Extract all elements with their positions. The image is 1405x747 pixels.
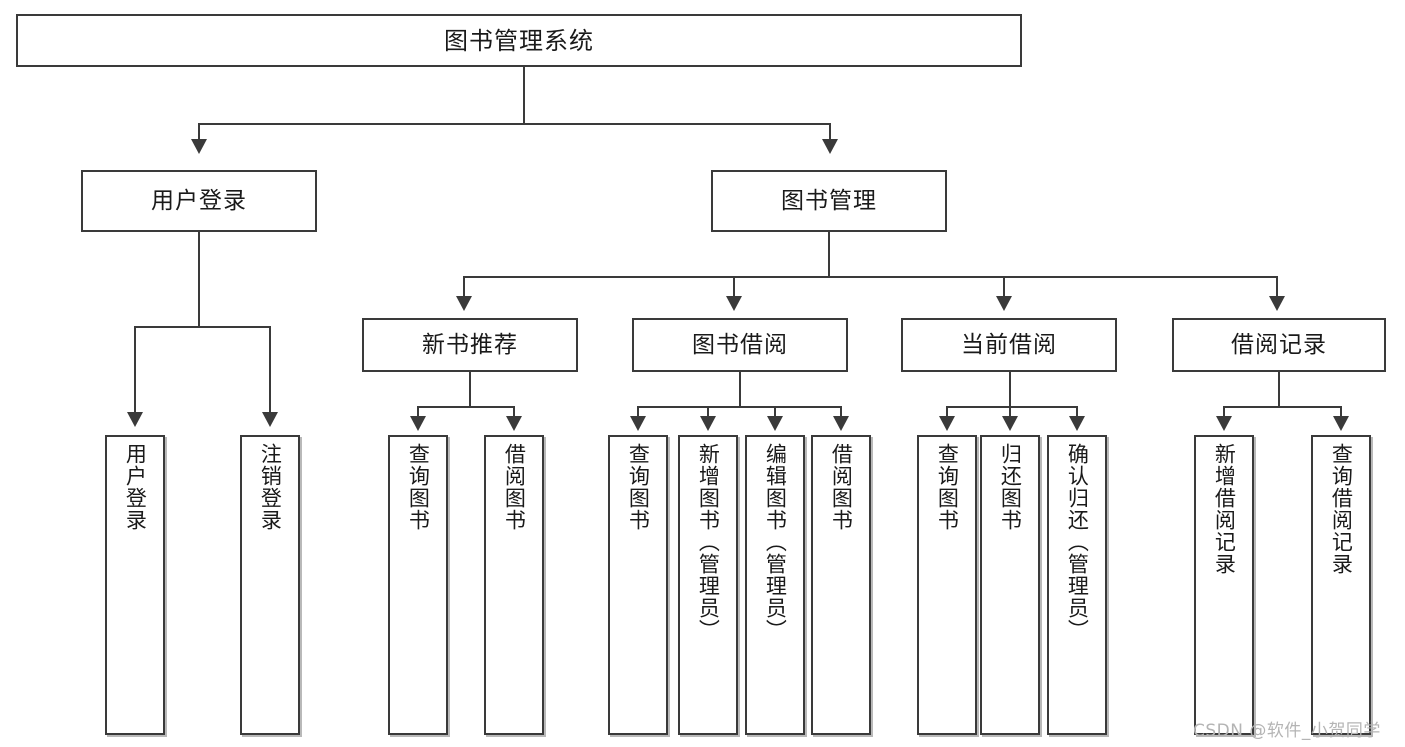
connector-cb-stem [1009, 372, 1011, 407]
arrowhead-book-borrow [726, 296, 742, 311]
connector-br-drop-2 [1340, 406, 1342, 418]
arrowhead-current-borrow [996, 296, 1012, 311]
node-label: 新增图书（管理员） [696, 443, 721, 641]
arrowhead-new-book-recommend [456, 296, 472, 311]
leaf-query-book-3[interactable]: 查询图书 [917, 435, 977, 735]
connector-bm-drop-1 [463, 276, 465, 298]
node-current-borrow[interactable]: 当前借阅 [901, 318, 1117, 372]
connector-bb-stem [739, 372, 741, 407]
node-label: 当前借阅 [961, 331, 1057, 358]
connector-user-login-drop-2 [269, 326, 271, 414]
connector-book-management-stem [828, 232, 830, 277]
connector-bb-drop-3 [774, 406, 776, 418]
node-label: 新增借阅记录 [1212, 443, 1237, 575]
connector-bb-drop-4 [840, 406, 842, 418]
node-label: 用户登录 [123, 443, 148, 531]
arrowhead-leaf-edit-book [767, 416, 783, 431]
connector-root-drop-right [829, 123, 831, 141]
leaf-add-book[interactable]: 新增图书（管理员） [678, 435, 738, 735]
connector-bb-drop-2 [707, 406, 709, 418]
csdn-watermark: CSDN @软件_小贺同学 [1193, 721, 1381, 741]
connector-cb-drop-1 [946, 406, 948, 418]
node-label: 图书借阅 [692, 331, 788, 358]
connector-nbr-stem [469, 372, 471, 407]
leaf-query-record[interactable]: 查询借阅记录 [1311, 435, 1371, 735]
node-label: 编辑图书（管理员） [763, 443, 788, 641]
node-new-book-recommend[interactable]: 新书推荐 [362, 318, 578, 372]
node-label: 图书管理 [781, 187, 877, 214]
arrowhead-leaf-add-record [1216, 416, 1232, 431]
connector-root-drop-left [198, 123, 200, 141]
leaf-add-record[interactable]: 新增借阅记录 [1194, 435, 1254, 735]
connector-nbr-drop-1 [417, 406, 419, 418]
arrowhead-user-login [191, 139, 207, 154]
leaf-user-login[interactable]: 用户登录 [105, 435, 165, 735]
node-label: 借阅图书 [829, 443, 854, 531]
leaf-edit-book[interactable]: 编辑图书（管理员） [745, 435, 805, 735]
connector-cb-drop-3 [1076, 406, 1078, 418]
leaf-confirm-return[interactable]: 确认归还（管理员） [1047, 435, 1107, 735]
connector-br-stem [1278, 372, 1280, 407]
arrowhead-leaf-query-book-1 [410, 416, 426, 431]
connector-user-login-bus [134, 326, 271, 328]
connector-root-stem [523, 67, 525, 124]
connector-br-bus [1223, 406, 1342, 408]
node-label: 图书管理系统 [444, 26, 594, 55]
node-label: 注销登录 [258, 443, 283, 531]
node-label: 查询图书 [935, 443, 960, 531]
arrowhead-book-management [822, 139, 838, 154]
node-label: 新书推荐 [422, 331, 518, 358]
connector-nbr-bus [417, 406, 515, 408]
leaf-query-book-1[interactable]: 查询图书 [388, 435, 448, 735]
arrowhead-leaf-add-book [700, 416, 716, 431]
node-root-system[interactable]: 图书管理系统 [16, 14, 1022, 67]
arrowhead-borrow-record [1269, 296, 1285, 311]
connector-cb-drop-2 [1009, 406, 1011, 418]
connector-bb-drop-1 [637, 406, 639, 418]
connector-cb-bus [946, 406, 1078, 408]
connector-book-management-bus [463, 276, 1278, 278]
arrowhead-leaf-query-record [1333, 416, 1349, 431]
arrowhead-leaf-user-login [127, 412, 143, 427]
leaf-borrow-book-2[interactable]: 借阅图书 [811, 435, 871, 735]
node-label: 查询图书 [406, 443, 431, 531]
leaf-borrow-book-1[interactable]: 借阅图书 [484, 435, 544, 735]
connector-bb-bus [637, 406, 842, 408]
connector-br-drop-1 [1223, 406, 1225, 418]
leaf-logout[interactable]: 注销登录 [240, 435, 300, 735]
leaf-query-book-2[interactable]: 查询图书 [608, 435, 668, 735]
arrowhead-leaf-logout [262, 412, 278, 427]
connector-user-login-drop-1 [134, 326, 136, 414]
node-label: 用户登录 [151, 187, 247, 214]
arrowhead-leaf-borrow-book-2 [833, 416, 849, 431]
node-label: 确认归还（管理员） [1065, 443, 1090, 641]
arrowhead-leaf-return-book [1002, 416, 1018, 431]
node-label: 查询借阅记录 [1329, 443, 1354, 575]
arrowhead-leaf-query-book-2 [630, 416, 646, 431]
node-label: 借阅记录 [1231, 331, 1327, 358]
arrowhead-leaf-confirm-return [1069, 416, 1085, 431]
connector-bm-drop-3 [1003, 276, 1005, 298]
node-label: 查询图书 [626, 443, 651, 531]
node-book-management[interactable]: 图书管理 [711, 170, 947, 232]
node-user-login[interactable]: 用户登录 [81, 170, 317, 232]
connector-user-login-stem [198, 232, 200, 327]
node-book-borrow[interactable]: 图书借阅 [632, 318, 848, 372]
node-label: 借阅图书 [502, 443, 527, 531]
arrowhead-leaf-borrow-book-1 [506, 416, 522, 431]
arrowhead-leaf-query-book-3 [939, 416, 955, 431]
node-borrow-record[interactable]: 借阅记录 [1172, 318, 1386, 372]
connector-root-bus [198, 123, 831, 125]
leaf-return-book[interactable]: 归还图书 [980, 435, 1040, 735]
connector-bm-drop-2 [733, 276, 735, 298]
connector-bm-drop-4 [1276, 276, 1278, 298]
connector-nbr-drop-2 [513, 406, 515, 418]
node-label: 归还图书 [998, 443, 1023, 531]
